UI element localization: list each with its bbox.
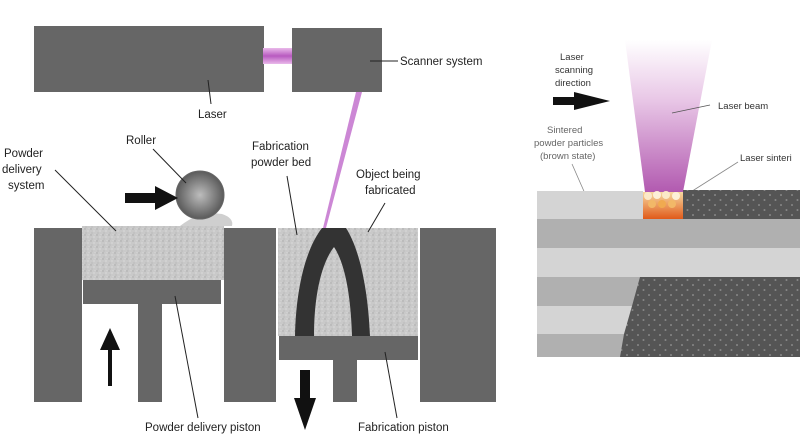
unsintered-powder-region bbox=[620, 277, 800, 357]
scanner-box bbox=[292, 28, 382, 92]
piston-up-arrow-icon bbox=[100, 328, 120, 386]
powder-delivery-piston-pointer bbox=[174, 295, 199, 419]
laser-beam-horizontal bbox=[263, 48, 293, 64]
layer-3 bbox=[537, 248, 800, 277]
laser-beam-label: Laser beam bbox=[718, 101, 768, 112]
scanner-system-label: Scanner system bbox=[400, 56, 482, 68]
right-wall bbox=[420, 228, 496, 402]
powder-delivery-piston-label: Powder delivery piston bbox=[145, 422, 261, 434]
powder-mound bbox=[180, 213, 233, 226]
powder-delivery-system-label-3: system bbox=[8, 180, 44, 192]
fabrication-piston-label: Fabrication piston bbox=[358, 422, 449, 434]
powder-delivery-bed bbox=[82, 226, 224, 280]
fabrication-powder-bed-pointer bbox=[286, 175, 298, 236]
laser-beam-down bbox=[323, 92, 362, 228]
laser-beam-cone bbox=[625, 40, 712, 192]
powder-delivery-system-label-2: delivery bbox=[2, 164, 42, 176]
laser-sintering-label: Laser sinteri bbox=[740, 153, 792, 164]
roller-pointer bbox=[152, 148, 187, 184]
object-being-fabricated-label-1: Object being bbox=[356, 169, 421, 181]
roller bbox=[175, 170, 225, 220]
piston-down-arrow-icon bbox=[294, 370, 316, 430]
scanning-direction-label-2: scanning bbox=[555, 65, 593, 76]
laser-pointer bbox=[207, 79, 212, 105]
fabrication-piston-pointer bbox=[384, 351, 398, 419]
powder-delivery-piston-plate bbox=[83, 280, 221, 304]
powder-delivery-piston-rod bbox=[138, 304, 162, 402]
layer-2 bbox=[537, 219, 800, 248]
powder-delivery-system-pointer bbox=[54, 169, 117, 232]
scanning-direction-label-1: Laser bbox=[560, 52, 584, 63]
layer-1-sintered bbox=[537, 191, 643, 219]
powder-delivery-system-label-1: Powder bbox=[4, 148, 43, 160]
sintering-particles bbox=[644, 191, 680, 208]
fabrication-powder-bed-label-1: Fabrication bbox=[252, 141, 309, 153]
laser-sintering-pointer bbox=[685, 161, 739, 196]
left-wall bbox=[34, 228, 82, 402]
sintered-powder-label-2: powder particles bbox=[534, 138, 603, 149]
sintered-powder-label-3: (brown state) bbox=[540, 151, 595, 162]
scanning-direction-arrow-icon bbox=[553, 92, 610, 110]
sintered-powder-label-1: Sintered bbox=[547, 125, 582, 136]
roller-label: Roller bbox=[126, 135, 156, 147]
fabrication-powder-bed-label-2: powder bed bbox=[251, 157, 311, 169]
fabrication-piston-rod bbox=[333, 360, 357, 402]
roller-direction-arrow-icon bbox=[125, 186, 178, 210]
object-being-fabricated-label-2: fabricated bbox=[365, 185, 416, 197]
object-being-fabricated-pointer bbox=[367, 202, 386, 233]
laser-beam-pointer bbox=[671, 104, 711, 114]
laser-box bbox=[34, 26, 264, 92]
fabrication-piston-plate bbox=[279, 336, 418, 360]
fabricated-object-arch bbox=[295, 228, 370, 336]
middle-wall bbox=[224, 228, 276, 402]
scanning-direction-label-3: direction bbox=[555, 78, 591, 89]
laser-label: Laser bbox=[198, 109, 227, 121]
layer-1-powder bbox=[683, 190, 800, 219]
